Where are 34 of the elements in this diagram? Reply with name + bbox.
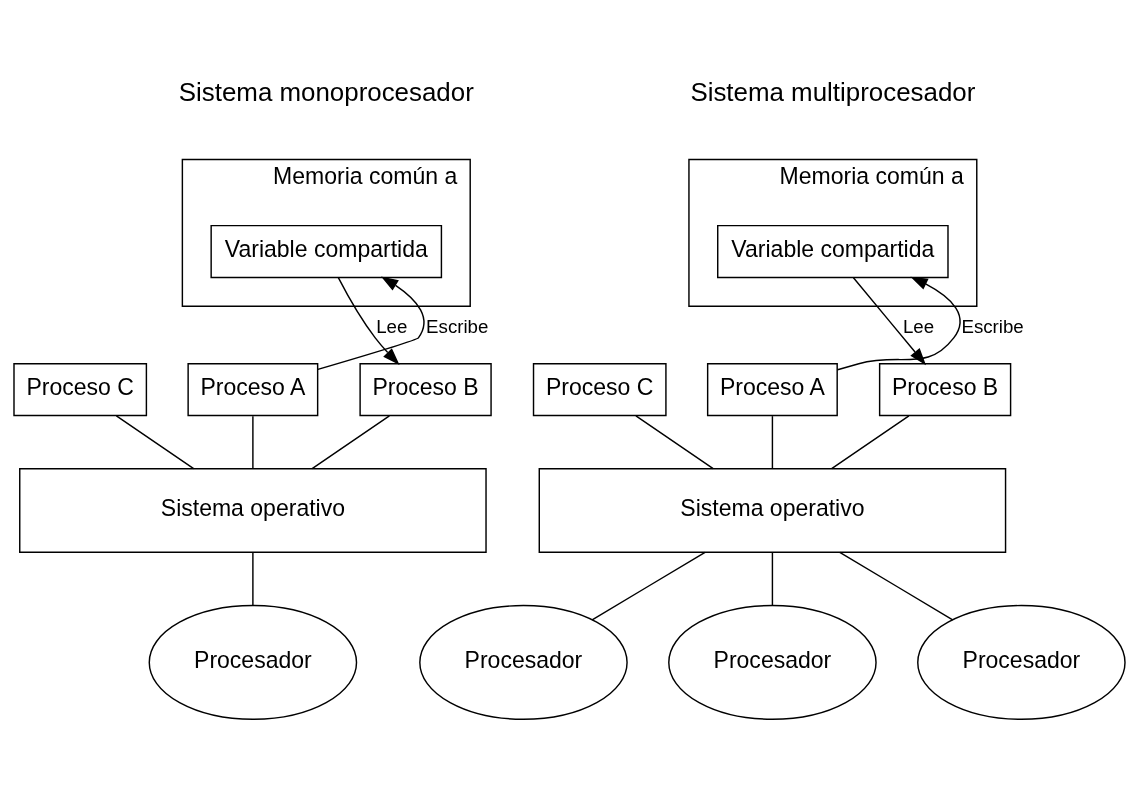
node-box: Proceso C — [532, 362, 667, 416]
edge-label: Lee — [376, 315, 408, 337]
node-ellipse: Procesador — [668, 604, 877, 720]
node-box: Variable compartida — [717, 224, 949, 278]
node-box: Sistema operativo — [538, 467, 1007, 553]
connector — [311, 414, 391, 469]
label: Sistema multiprocesador — [690, 77, 976, 106]
label: Sistema monoprocesador — [178, 77, 474, 106]
node-box: Proceso B — [359, 362, 492, 416]
edge-label: Escribe — [426, 315, 489, 337]
connector — [115, 414, 195, 469]
connector — [839, 551, 954, 621]
node-box: Proceso C — [13, 362, 148, 416]
connector — [771, 551, 774, 606]
connector — [591, 551, 706, 621]
arrow — [337, 276, 400, 365]
node-ellipse: Procesador — [148, 604, 358, 720]
arrow — [852, 276, 927, 365]
connector — [771, 414, 774, 470]
connector — [830, 414, 910, 469]
node-ellipse: Procesador — [419, 604, 628, 720]
node-box: Variable compartida — [210, 224, 443, 278]
connector — [252, 551, 254, 606]
node-box: Sistema operativo — [19, 467, 487, 553]
node-box: Proceso B — [878, 362, 1012, 416]
connector — [635, 414, 714, 469]
arrow — [836, 276, 961, 370]
node-ellipse: Procesador — [917, 604, 1126, 720]
connector — [252, 414, 254, 470]
arrow — [317, 275, 425, 370]
node-box: Proceso A — [706, 362, 838, 416]
edge-label: Lee — [902, 315, 935, 337]
node-box: Proceso A — [187, 362, 319, 416]
edge-label: Escribe — [961, 315, 1024, 337]
